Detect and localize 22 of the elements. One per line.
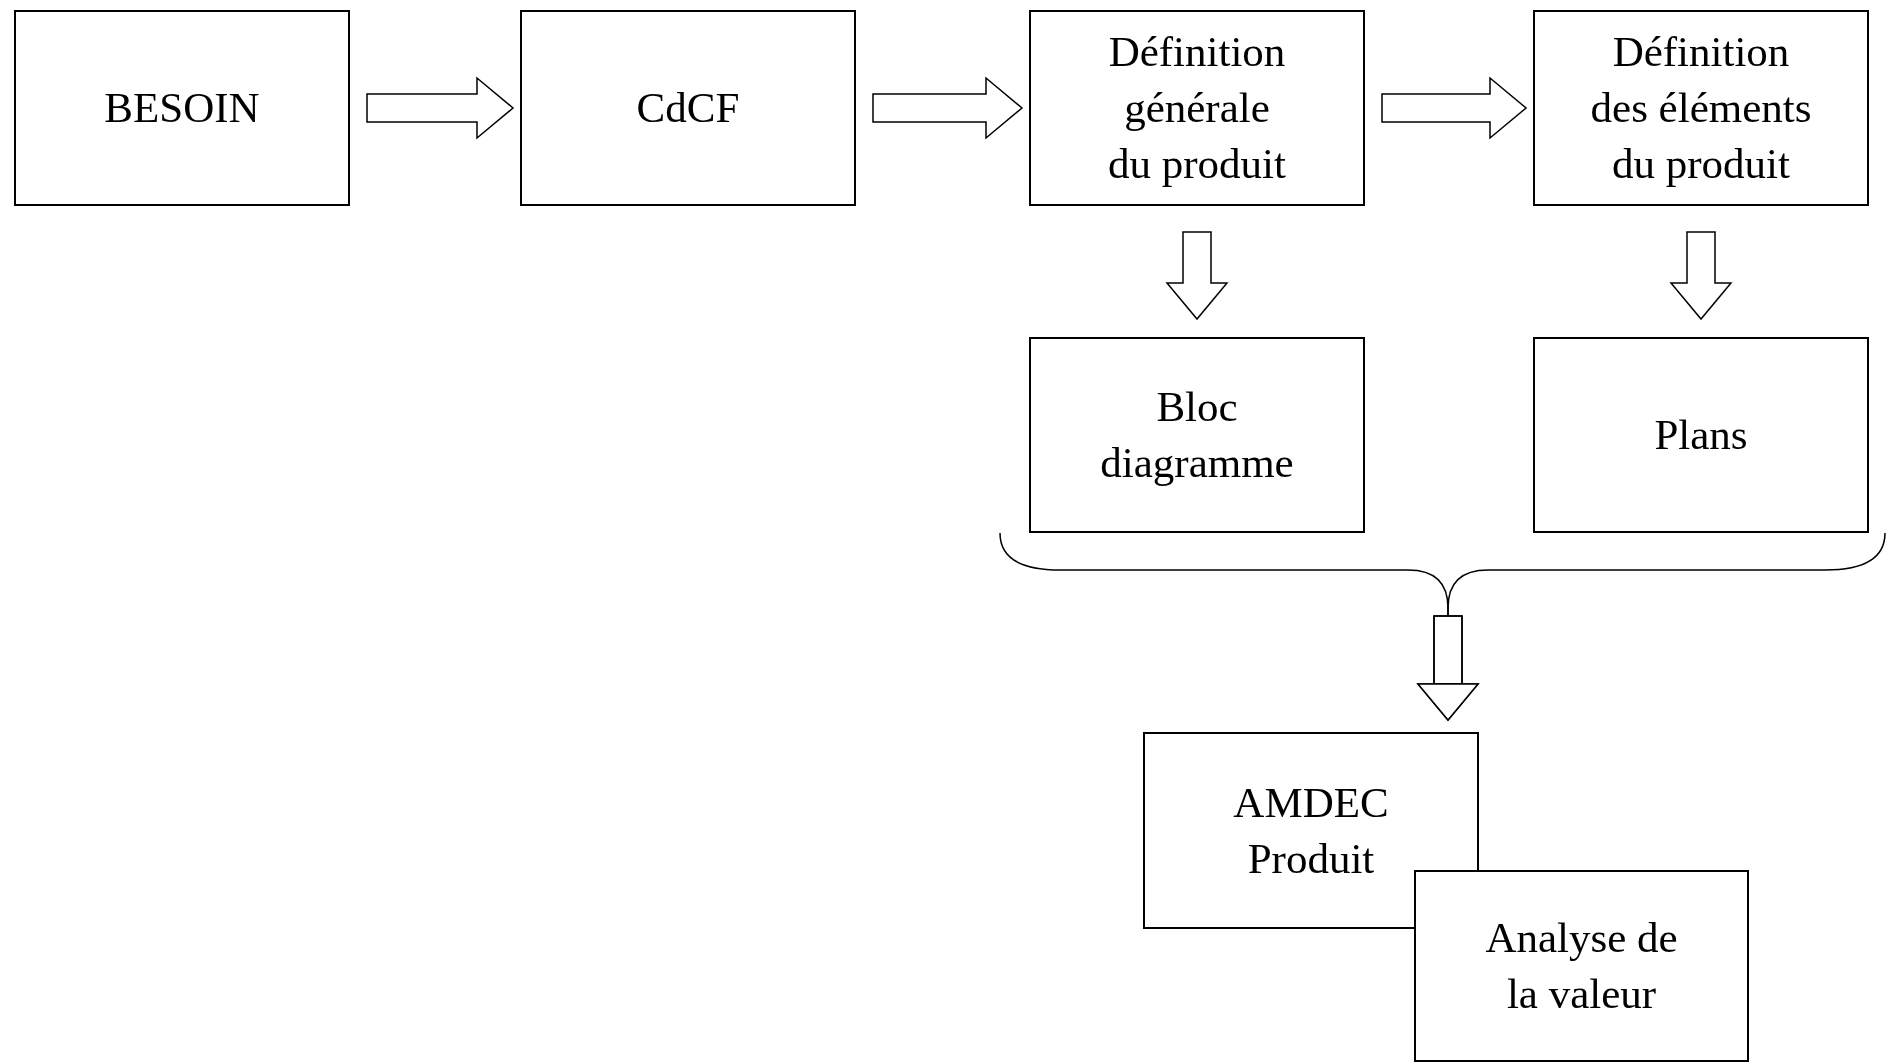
box-label: Définition générale du produit [1107,27,1287,189]
box-label: Bloc diagramme [1099,382,1295,488]
block-arrow [1669,231,1733,321]
box-label: Définition des éléments du produit [1589,27,1813,189]
process-box [1533,10,1869,206]
box-label: AMDEC Produit [1232,777,1390,884]
box-label: Analyse de la valeur [1484,913,1679,1019]
process-box [1029,10,1365,206]
brace-arrow [1417,532,1886,721]
process-box [14,10,350,206]
process-box [1533,337,1869,533]
process-box [1414,870,1749,1062]
block-arrow [366,76,515,140]
process-box [1029,337,1365,533]
process-box [520,10,856,206]
process-box [1143,732,1479,929]
box-label: Plans [1654,410,1748,460]
block-arrow [1381,76,1528,140]
box-label: BESOIN [104,83,260,133]
block-arrow [1165,231,1229,321]
box-label: CdCF [636,83,740,133]
block-arrow [872,76,1024,140]
